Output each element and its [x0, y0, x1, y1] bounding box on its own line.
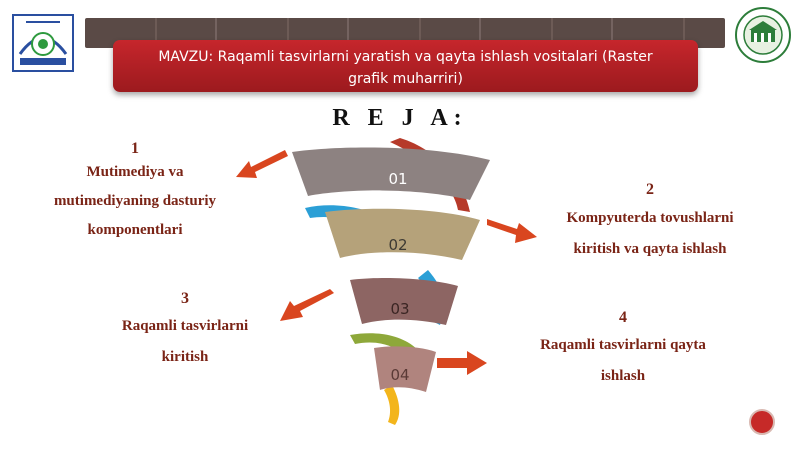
plan-item-number: 2	[646, 181, 654, 198]
plan-item-line: Mutimediya va	[86, 164, 184, 180]
ribbon-red	[390, 138, 470, 212]
plan-item-line: Kompyuterda tovushlarni	[566, 210, 734, 226]
plan-item-3: 3 Raqamli tasvirlarni kiritish	[90, 290, 280, 373]
plan-item-line: kiritish va qayta ishlash	[573, 241, 727, 257]
plan-item-number: 3	[181, 290, 189, 307]
plan-item-line: mutimediyaning dasturiy	[53, 193, 217, 209]
plan-item-line: ishlash	[600, 368, 646, 384]
arrow-right-4-icon	[437, 351, 487, 375]
plan-item-line: komponentlari	[87, 222, 183, 238]
plan-item-line: kiritish	[161, 349, 209, 365]
arrow-left-1-icon	[236, 150, 288, 178]
funnel-label-02: 02	[388, 236, 407, 254]
funnel-label-01: 01	[388, 170, 407, 188]
topic-banner: MAVZU: Raqamli tasvirlarni yaratish va q…	[113, 40, 698, 92]
plan-item-1: 1 Mutimediya va mutimediyaning dasturiy …	[35, 140, 235, 245]
funnel-layer-01	[292, 147, 490, 200]
state-university-seal-icon	[734, 6, 792, 64]
funnel-layer-02	[325, 208, 480, 260]
plan-item-4: 4 Raqamli tasvirlarni qayta ishlash	[518, 309, 728, 392]
arrow-left-3-icon	[280, 289, 334, 321]
plan-item-line: Raqamli tasvirlarni	[121, 318, 249, 334]
ribbon-yellow	[384, 385, 400, 425]
plan-item-line: Raqamli tasvirlarni qayta	[540, 337, 706, 353]
plan-item-2: 2 Kompyuterda tovushlarni kiritish va qa…	[545, 181, 755, 265]
funnel-layer-04	[374, 346, 436, 392]
funnel-label-04: 04	[390, 366, 409, 384]
plan-heading: R E J A:	[332, 105, 468, 131]
plan-item-number: 4	[619, 309, 627, 326]
plan-item-number: 1	[131, 140, 139, 157]
funnel-label-03: 03	[390, 300, 409, 318]
funnel-diagram: 01 02 03 04	[292, 138, 490, 425]
arrow-right-2-icon	[487, 219, 537, 243]
topic-title: MAVZU: Raqamli tasvirlarni yaratish va q…	[158, 49, 653, 87]
university-logo-icon	[12, 14, 74, 72]
funnel-layer-03	[350, 278, 458, 325]
slide-number-badge	[749, 409, 775, 435]
